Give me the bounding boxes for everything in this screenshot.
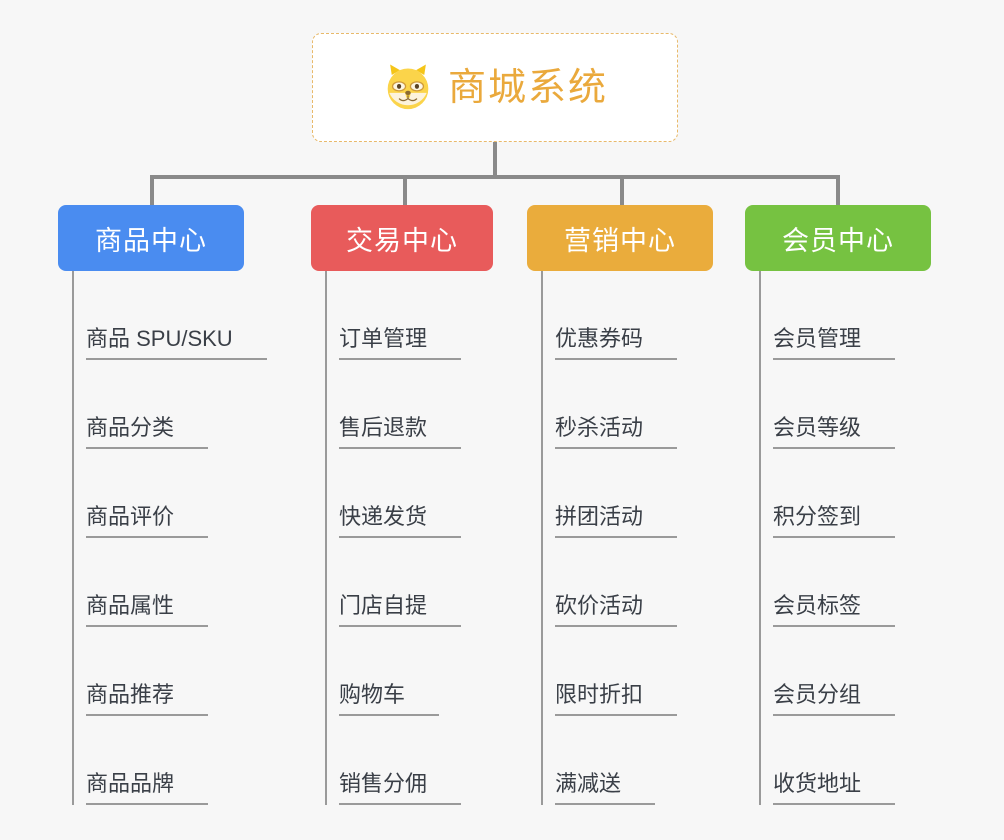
leaf-item[interactable]: 会员等级 bbox=[759, 360, 931, 449]
leaf-item[interactable]: 快递发货 bbox=[325, 449, 493, 538]
leaf-spine-1 bbox=[72, 271, 74, 805]
leaf-label: 订单管理 bbox=[339, 326, 462, 360]
leaf-item[interactable]: 售后退款 bbox=[325, 360, 493, 449]
leaf-label: 限时折扣 bbox=[555, 682, 678, 716]
leaf-label: 商品评价 bbox=[86, 504, 209, 538]
leaf-label: 秒杀活动 bbox=[555, 415, 678, 449]
leaf-item[interactable]: 优惠券码 bbox=[541, 271, 713, 360]
leaf-list-4: 会员管理 会员等级 积分签到 会员标签 会员分组 收货地址 bbox=[745, 271, 931, 805]
leaf-label: 售后退款 bbox=[339, 415, 462, 449]
leaf-label: 商品 SPU/SKU bbox=[86, 326, 267, 360]
leaf-item[interactable]: 砍价活动 bbox=[541, 538, 713, 627]
root-title: 商城系统 bbox=[447, 66, 608, 109]
leaf-label: 积分签到 bbox=[773, 504, 896, 538]
leaf-item[interactable]: 会员管理 bbox=[759, 271, 931, 360]
leaf-item[interactable]: 会员分组 bbox=[759, 627, 931, 716]
leaf-item[interactable]: 商品 SPU/SKU bbox=[72, 271, 267, 360]
leaf-label: 收货地址 bbox=[773, 771, 896, 805]
leaf-label: 会员管理 bbox=[773, 326, 896, 360]
leaf-item[interactable]: 限时折扣 bbox=[541, 627, 713, 716]
leaf-label: 商品分类 bbox=[86, 415, 209, 449]
connector-drop-1 bbox=[150, 175, 154, 205]
leaf-label: 购物车 bbox=[339, 682, 440, 716]
leaf-item[interactable]: 商品分类 bbox=[72, 360, 244, 449]
leaf-label: 砍价活动 bbox=[555, 593, 678, 627]
leaf-label: 优惠券码 bbox=[555, 326, 678, 360]
branch-column-3: 营销中心 优惠券码 秒杀活动 拼团活动 砍价活动 限时折扣 满减送 bbox=[527, 205, 713, 805]
leaf-label: 满减送 bbox=[555, 771, 656, 805]
shiba-dog-face-icon bbox=[387, 63, 429, 109]
leaf-list-2: 订单管理 售后退款 快递发货 门店自提 购物车 销售分佣 bbox=[311, 271, 493, 805]
leaf-label: 销售分佣 bbox=[339, 771, 462, 805]
leaf-label: 拼团活动 bbox=[555, 504, 678, 538]
leaf-label: 商品推荐 bbox=[86, 682, 209, 716]
category-header-1[interactable]: 商品中心 bbox=[58, 205, 244, 271]
category-header-3[interactable]: 营销中心 bbox=[527, 205, 713, 271]
leaf-label: 商品品牌 bbox=[86, 771, 209, 805]
leaf-item[interactable]: 满减送 bbox=[541, 716, 713, 805]
leaf-item[interactable]: 拼团活动 bbox=[541, 449, 713, 538]
leaf-item[interactable]: 会员标签 bbox=[759, 538, 931, 627]
connector-root-stem bbox=[493, 142, 497, 178]
root-node-mall-system[interactable]: 商城系统 bbox=[312, 33, 678, 142]
branch-column-2: 交易中心 订单管理 售后退款 快递发货 门店自提 购物车 销售分佣 bbox=[311, 205, 493, 805]
leaf-label: 会员分组 bbox=[773, 682, 896, 716]
leaf-item[interactable]: 商品推荐 bbox=[72, 627, 244, 716]
leaf-item[interactable]: 商品品牌 bbox=[72, 716, 244, 805]
leaf-item[interactable]: 购物车 bbox=[325, 627, 493, 716]
leaf-item[interactable]: 门店自提 bbox=[325, 538, 493, 627]
leaf-spine-2 bbox=[325, 271, 327, 805]
branch-column-4: 会员中心 会员管理 会员等级 积分签到 会员标签 会员分组 收货地址 bbox=[745, 205, 931, 805]
leaf-item[interactable]: 商品评价 bbox=[72, 449, 244, 538]
leaf-list-1: 商品 SPU/SKU 商品分类 商品评价 商品属性 商品推荐 商品品牌 bbox=[58, 271, 267, 805]
category-header-4[interactable]: 会员中心 bbox=[745, 205, 931, 271]
leaf-item[interactable]: 收货地址 bbox=[759, 716, 931, 805]
connector-drop-3 bbox=[620, 175, 624, 205]
leaf-list-3: 优惠券码 秒杀活动 拼团活动 砍价活动 限时折扣 满减送 bbox=[527, 271, 713, 805]
leaf-label: 商品属性 bbox=[86, 593, 209, 627]
branch-column-1: 商品中心 商品 SPU/SKU 商品分类 商品评价 商品属性 商品推荐 商品品牌 bbox=[58, 205, 267, 805]
leaf-spine-3 bbox=[541, 271, 543, 805]
leaf-item[interactable]: 秒杀活动 bbox=[541, 360, 713, 449]
category-header-2[interactable]: 交易中心 bbox=[311, 205, 493, 271]
leaf-item[interactable]: 积分签到 bbox=[759, 449, 931, 538]
leaf-item[interactable]: 商品属性 bbox=[72, 538, 244, 627]
connector-drop-2 bbox=[403, 175, 407, 205]
leaf-label: 会员标签 bbox=[773, 593, 896, 627]
leaf-label: 门店自提 bbox=[339, 593, 462, 627]
leaf-item[interactable]: 销售分佣 bbox=[325, 716, 493, 805]
connector-drop-4 bbox=[836, 175, 840, 205]
leaf-label: 会员等级 bbox=[773, 415, 896, 449]
leaf-spine-4 bbox=[759, 271, 761, 805]
leaf-label: 快递发货 bbox=[339, 504, 462, 538]
leaf-item[interactable]: 订单管理 bbox=[325, 271, 493, 360]
connector-horizontal-bus bbox=[150, 175, 840, 179]
